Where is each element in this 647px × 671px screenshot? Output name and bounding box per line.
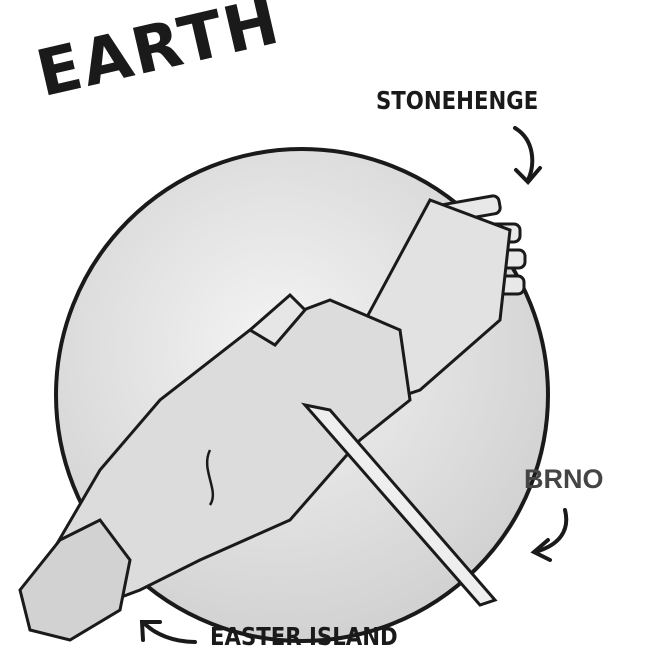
arrow-stonehenge-icon [513,126,542,185]
arrow-easter-icon [139,620,197,644]
label-brno: BRNO [524,464,604,494]
moai-hand [247,292,308,347]
label-stonehenge: STONEHENGE [376,86,539,115]
arrow-brno-icon [530,508,569,562]
label-easter-island: EASTER ISLAND [210,622,398,651]
spike [300,402,498,607]
moai-head [18,518,132,642]
